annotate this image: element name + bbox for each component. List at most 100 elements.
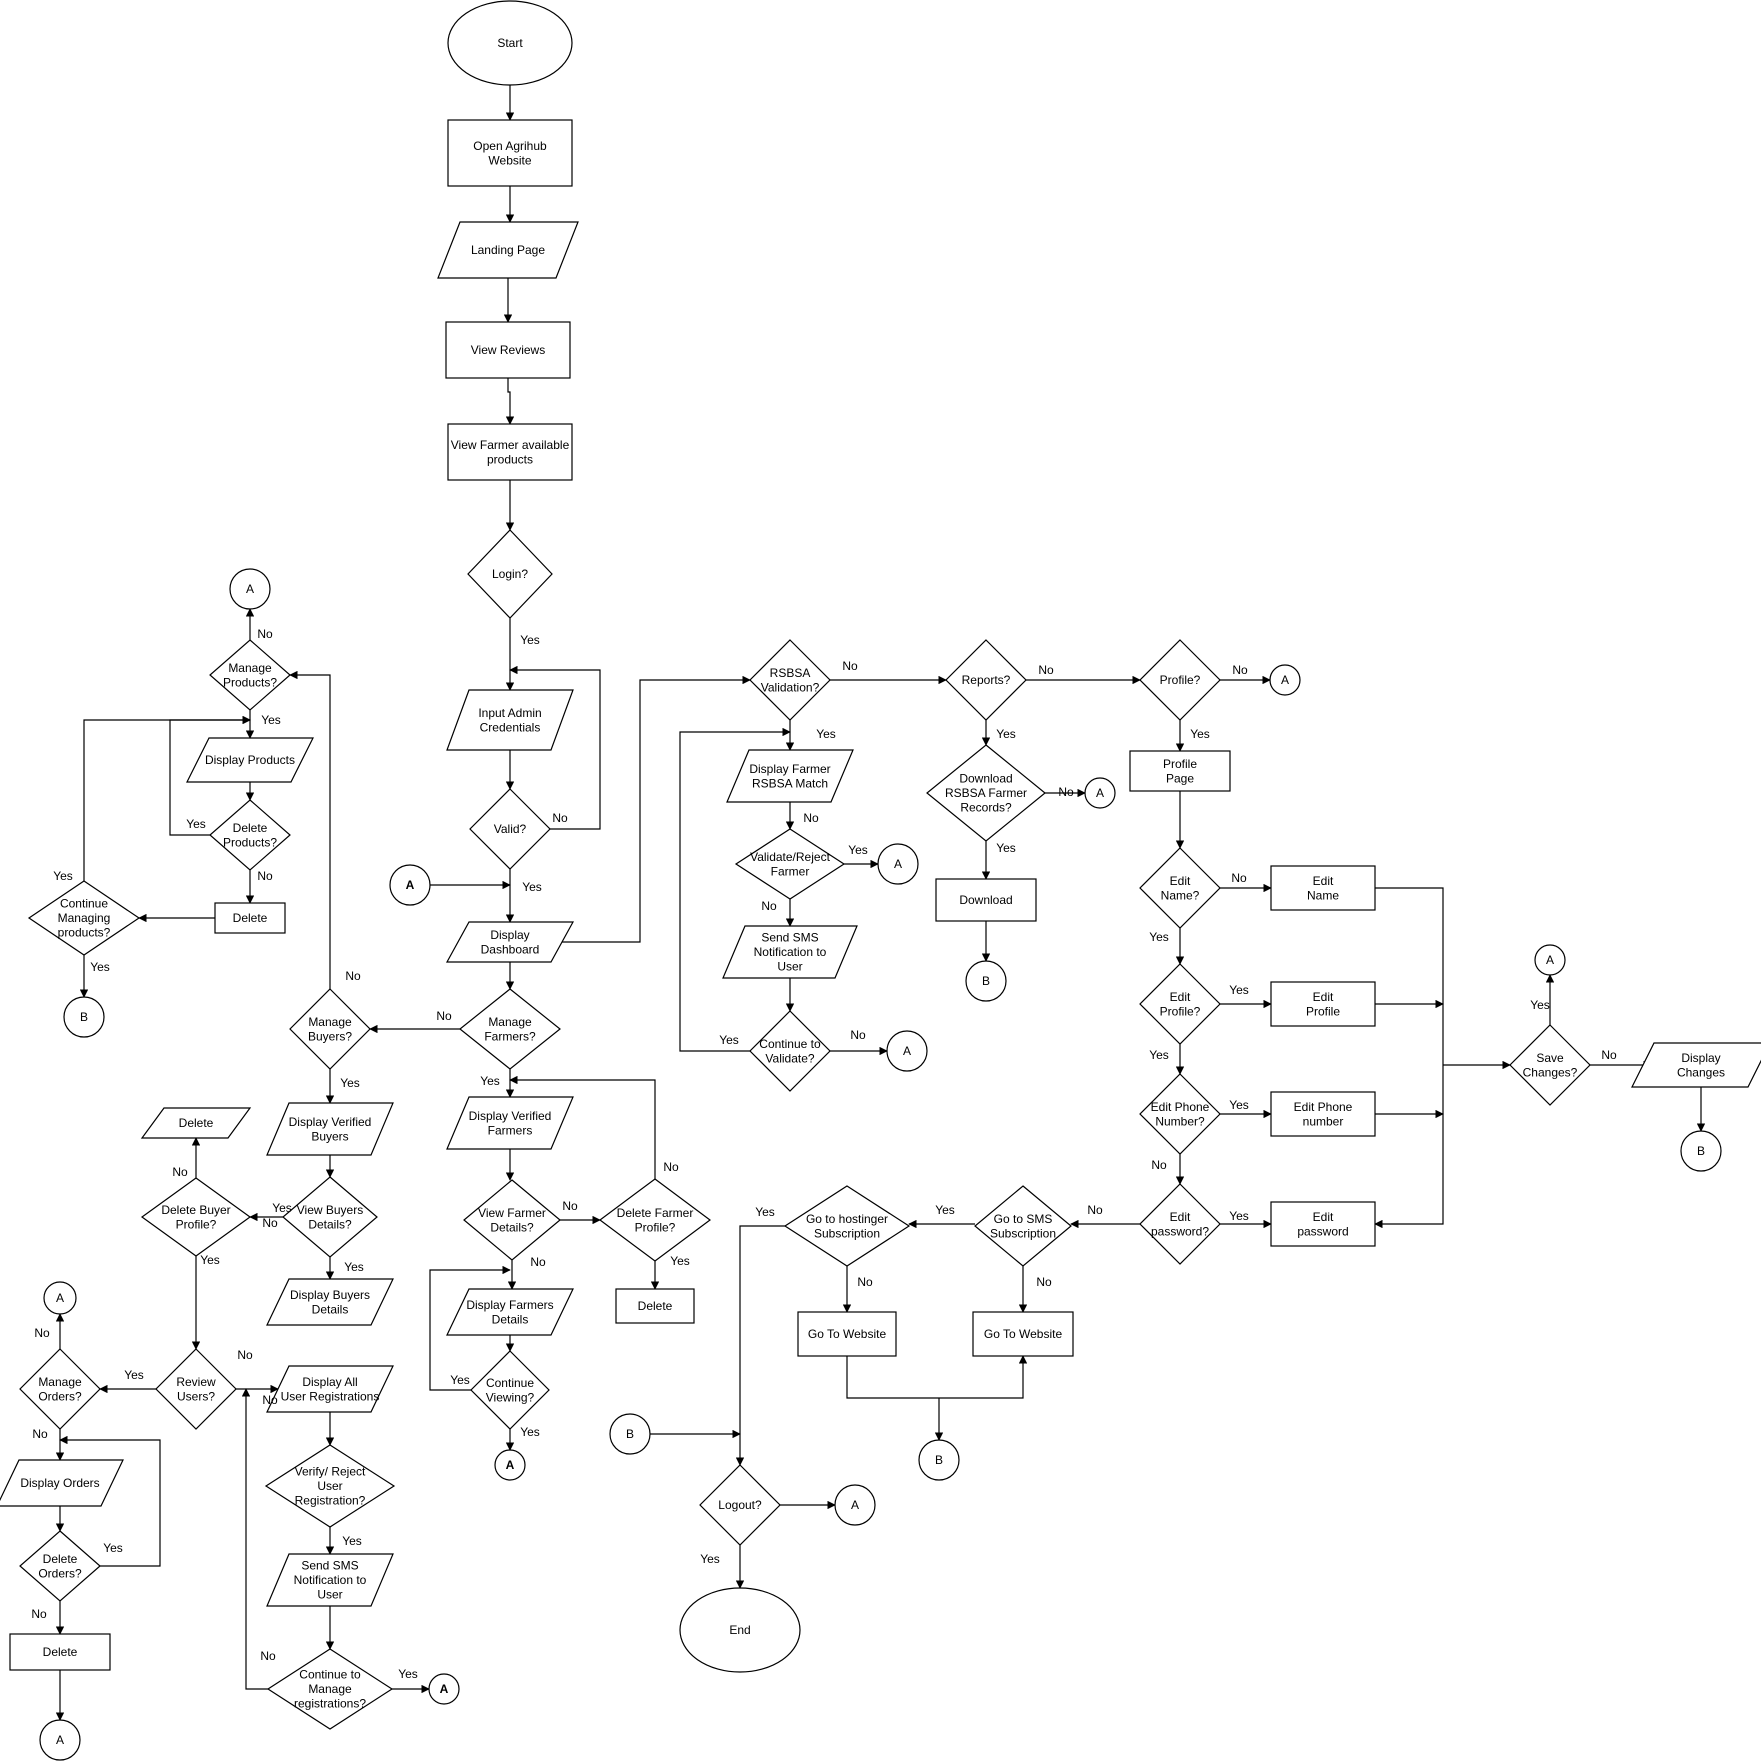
node-label: registrations? bbox=[294, 1697, 366, 1711]
node-label: A bbox=[1546, 953, 1554, 967]
node-label: products bbox=[487, 452, 533, 466]
node-label: Farmers bbox=[488, 1123, 533, 1137]
node-shape bbox=[0, 1459, 124, 1507]
edge-label: Yes bbox=[1229, 1098, 1249, 1112]
node-label: Details? bbox=[308, 1217, 352, 1231]
node-shape bbox=[1509, 1024, 1591, 1106]
node-shape bbox=[459, 988, 561, 1070]
edge-label: Yes bbox=[450, 1373, 470, 1387]
node-label: Manage bbox=[488, 1015, 532, 1029]
node-label: Changes bbox=[1677, 1065, 1725, 1079]
node-shape bbox=[445, 321, 571, 379]
edge-label: No bbox=[237, 1348, 253, 1362]
node-label: Buyers? bbox=[308, 1029, 352, 1043]
node-label: Valid? bbox=[494, 822, 527, 836]
edge-label: No bbox=[850, 1028, 866, 1042]
node-shape bbox=[27, 880, 141, 956]
node-del_f: Delete bbox=[615, 1288, 695, 1324]
node-label: RSBSA Match bbox=[752, 776, 828, 790]
node-label: A bbox=[1281, 673, 1289, 687]
node-label: A bbox=[56, 1291, 64, 1305]
connector-arrow bbox=[509, 1075, 656, 1179]
edge-label: Yes bbox=[1229, 983, 1249, 997]
edge-label: No bbox=[257, 627, 273, 641]
edge-label: Yes bbox=[261, 713, 281, 727]
edge-label: Yes bbox=[342, 1534, 362, 1548]
node-shape bbox=[1129, 750, 1231, 792]
node-connA10: A bbox=[1269, 664, 1301, 696]
node-shape bbox=[266, 1365, 394, 1413]
node-connA2: A bbox=[494, 1449, 526, 1481]
connector-arrow bbox=[505, 378, 515, 425]
node-label: Display Verified bbox=[289, 1115, 372, 1129]
node-shape bbox=[39, 1719, 81, 1761]
node-shape bbox=[783, 1185, 911, 1267]
node-label: Go To Website bbox=[984, 1327, 1063, 1341]
node-label: Display Buyers bbox=[290, 1288, 370, 1302]
node-label: products? bbox=[58, 926, 111, 940]
edge-label: Yes bbox=[755, 1205, 775, 1219]
node-label: Landing Page bbox=[471, 243, 545, 257]
edge-label: Yes bbox=[996, 841, 1016, 855]
node-shape bbox=[1139, 1183, 1221, 1265]
node-label: B bbox=[1697, 1144, 1705, 1158]
node-label: Display bbox=[490, 928, 529, 942]
edge-label: Yes bbox=[398, 1667, 418, 1681]
node-label: Display Verified bbox=[469, 1109, 552, 1123]
node-label: Subscription bbox=[990, 1226, 1056, 1240]
edge-label: Yes bbox=[522, 880, 542, 894]
node-shape bbox=[446, 689, 574, 751]
node-shape bbox=[470, 1350, 550, 1430]
node-shape bbox=[1270, 1091, 1376, 1137]
node-connA8: A bbox=[886, 1030, 928, 1072]
node-connA1: A bbox=[389, 864, 431, 906]
node-profile: Profile? bbox=[1139, 639, 1221, 721]
node-shape bbox=[214, 902, 286, 934]
node-shape bbox=[140, 1177, 252, 1257]
connector-arrow bbox=[735, 1225, 785, 1466]
node-shape bbox=[1631, 1042, 1761, 1088]
node-shape bbox=[428, 1673, 460, 1705]
node-label: Display Farmers bbox=[466, 1298, 553, 1312]
node-valid: Valid? bbox=[469, 788, 551, 870]
node-label: Edit Phone bbox=[1294, 1100, 1353, 1114]
node-shape bbox=[1270, 1201, 1376, 1247]
node-label: Open Agrihub bbox=[473, 139, 547, 153]
edge-label: Yes bbox=[1530, 998, 1550, 1012]
node-label: Buyers bbox=[311, 1129, 348, 1143]
node-label: Go to hostinger bbox=[806, 1212, 888, 1226]
node-shape bbox=[797, 1311, 897, 1357]
edge-label: No bbox=[1087, 1203, 1103, 1217]
node-label: Start bbox=[497, 36, 523, 50]
node-shape bbox=[264, 1444, 396, 1528]
node-label: Details bbox=[492, 1312, 529, 1326]
node-label: Review bbox=[176, 1375, 216, 1389]
node-shape bbox=[229, 568, 271, 610]
node-label: View Farmer available bbox=[451, 438, 570, 452]
edge-label: No bbox=[1601, 1048, 1617, 1062]
node-label: User bbox=[317, 1479, 342, 1493]
node-label: Input Admin bbox=[478, 706, 541, 720]
node-label: A bbox=[851, 1498, 859, 1512]
node-shape bbox=[1084, 777, 1116, 809]
node-label: Manage bbox=[228, 661, 272, 675]
node-label: Viewing? bbox=[486, 1390, 535, 1404]
node-label: Changes? bbox=[1523, 1065, 1578, 1079]
edge-label: No bbox=[857, 1275, 873, 1289]
node-label: Display Orders bbox=[20, 1476, 99, 1490]
node-start: Start bbox=[447, 0, 573, 86]
edge-label: Yes bbox=[848, 843, 868, 857]
node-shape bbox=[446, 1096, 574, 1150]
node-label: Go To Website bbox=[808, 1327, 887, 1341]
